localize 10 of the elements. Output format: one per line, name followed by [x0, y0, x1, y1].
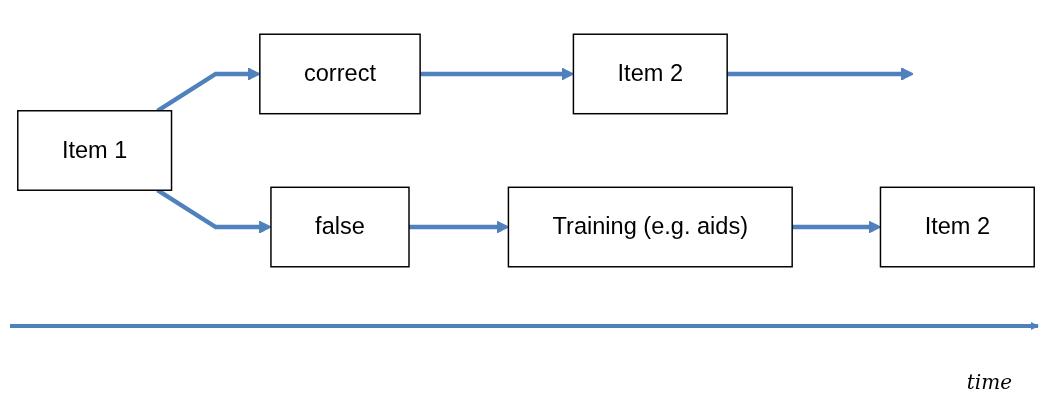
- node-box: Item 1: [17, 109, 173, 191]
- node-box: Item 2: [572, 33, 728, 114]
- axis-label: time: [966, 370, 1012, 394]
- node-box: Training (e.g. aids): [507, 186, 793, 267]
- node-box: Item 2: [879, 186, 1035, 267]
- arrow: [409, 220, 509, 233]
- node-box: false: [270, 186, 410, 267]
- node-box: correct: [259, 33, 421, 114]
- arrow: [727, 67, 914, 80]
- arrow: [420, 67, 574, 80]
